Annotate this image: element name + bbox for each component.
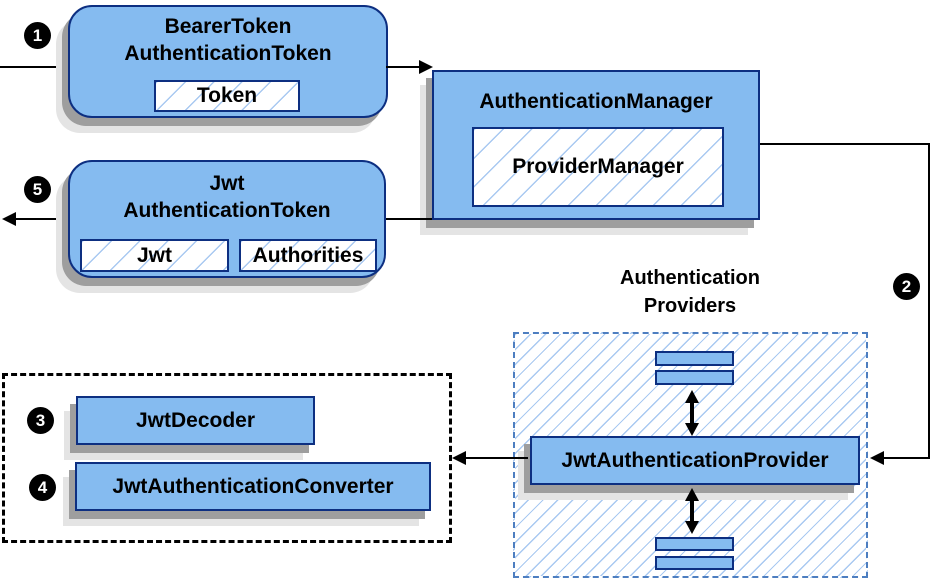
arrow-left-icon: [870, 451, 884, 465]
authentication-providers-heading: Authentication Providers: [540, 264, 840, 320]
arrow-left-icon: [452, 451, 466, 465]
providers-heading-line2: Providers: [643, 295, 737, 317]
step-5-number: 5: [32, 180, 43, 199]
double-arrow-icon: [685, 488, 699, 534]
provider-slot-bar: [655, 556, 734, 570]
authentication-manager-title: AuthenticationManager: [434, 88, 758, 115]
authorities-field-label: Authorities: [252, 244, 364, 267]
step-2-number: 2: [901, 277, 912, 296]
token-field-label: Token: [196, 84, 258, 107]
arrow-left-icon: [2, 212, 16, 226]
jwt-authentication-provider-bar: JwtAuthenticationProvider: [530, 436, 860, 485]
provider-slot-bar: [655, 537, 734, 551]
jwt-authentication-converter-label: JwtAuthenticationConverter: [112, 475, 394, 498]
jwt-authentication-converter-bar: JwtAuthenticationConverter: [75, 462, 431, 511]
token-field: Token: [154, 80, 300, 112]
jwt-field-label: Jwt: [136, 244, 172, 267]
manager-to-jwt-token-line: [386, 218, 432, 220]
manager-to-provider-line-bottom: [884, 457, 930, 459]
bearer-token-box-title: BearerToken AuthenticationToken: [70, 13, 386, 67]
jwt-token-title-line2: AuthenticationToken: [123, 199, 331, 222]
provider-to-resolver-line: [464, 457, 528, 459]
providers-heading-line1: Authentication: [620, 267, 760, 289]
authentication-providers-container: JwtAuthenticationProvider: [513, 332, 868, 578]
jwt-authentication-token-box: Jwt AuthenticationToken Jwt Authorities: [68, 160, 386, 278]
provider-slot-bar: [655, 370, 734, 385]
step-badge-5: 5: [24, 176, 51, 203]
double-arrow-icon: [685, 390, 699, 436]
bearer-to-manager-line: [386, 66, 420, 68]
step-3-number: 3: [35, 411, 46, 430]
provider-slot-bar: [655, 351, 734, 366]
step-badge-1: 1: [24, 22, 51, 49]
provider-manager-field: ProviderManager: [472, 127, 724, 207]
arrow-right-icon: [419, 60, 433, 74]
manager-to-provider-line-vertical: [928, 143, 930, 459]
incoming-request-line: [0, 66, 68, 68]
jwt-decoder-label: JwtDecoder: [135, 409, 256, 432]
provider-manager-field-label: ProviderManager: [512, 155, 684, 178]
step-badge-4: 4: [29, 474, 56, 501]
bearer-token-title-line1: BearerToken: [164, 15, 292, 38]
jwt-field: Jwt: [80, 239, 229, 272]
jwt-resolver-group-box: JwtDecoder JwtAuthenticationConverter: [2, 373, 452, 543]
bearer-token-authentication-token-box: BearerToken AuthenticationToken Token: [68, 5, 388, 118]
manager-to-provider-line-top: [760, 143, 930, 145]
step-4-number: 4: [37, 478, 48, 497]
step-1-number: 1: [32, 26, 43, 45]
outgoing-result-line: [14, 218, 68, 220]
jwt-token-box-title: Jwt AuthenticationToken: [70, 170, 384, 224]
jwt-authentication-provider-label: JwtAuthenticationProvider: [561, 449, 829, 472]
authentication-manager-box: AuthenticationManager ProviderManager: [432, 70, 760, 220]
jwt-decoder-bar: JwtDecoder: [76, 396, 315, 445]
step-badge-2: 2: [893, 273, 920, 300]
bearer-token-title-line2: AuthenticationToken: [124, 42, 332, 65]
jwt-token-title-line1: Jwt: [209, 172, 245, 195]
authentication-manager-title-text: AuthenticationManager: [479, 90, 713, 113]
step-badge-3: 3: [27, 407, 54, 434]
authorities-field: Authorities: [239, 239, 377, 272]
